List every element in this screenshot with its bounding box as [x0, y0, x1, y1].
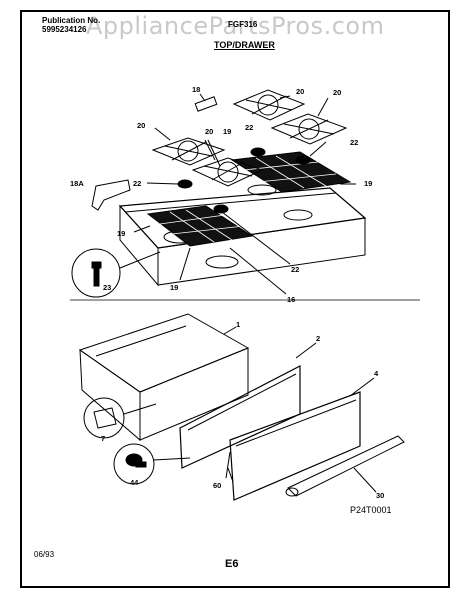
- burner-rear-left: [205, 255, 239, 269]
- burner-grate-c: [232, 89, 306, 121]
- callout-20-c: 20: [296, 87, 304, 96]
- callout-19-d: 19: [170, 283, 178, 292]
- cooktop-side-panel: [157, 217, 366, 286]
- screw-23: [91, 261, 102, 287]
- bracket-18a: [91, 179, 131, 211]
- drawer-body: [78, 313, 250, 442]
- callout-22-b: 22: [350, 138, 358, 147]
- burner-cap-2: [213, 204, 229, 214]
- callout-20-a: 20: [137, 121, 145, 130]
- burner-rear-right: [283, 209, 313, 221]
- callout-19-c: 19: [117, 229, 125, 238]
- callout-30: 30: [376, 491, 384, 500]
- footer-date: 06/93: [34, 550, 55, 559]
- callout-7: 7: [101, 434, 105, 443]
- drawer-face: [229, 391, 361, 501]
- callout-20-d: 20: [333, 88, 341, 97]
- callout-1: 1: [236, 320, 240, 329]
- model-number: FGF316: [228, 20, 258, 29]
- callout-4: 4: [374, 369, 379, 378]
- callout-2: 2: [316, 334, 320, 343]
- page-number: E6: [225, 558, 239, 570]
- burner-front-right: [247, 184, 277, 196]
- publication-label: Publication No.: [42, 16, 101, 25]
- screw-detail-circle: [71, 248, 121, 298]
- callout-22-c: 22: [133, 179, 141, 188]
- burner-grate-d: [270, 113, 348, 145]
- drawer-handle: [287, 435, 405, 497]
- section-title: TOP/DRAWER: [214, 40, 275, 50]
- callout-19-b: 19: [364, 179, 372, 188]
- grate-right: [230, 151, 352, 193]
- callout-16: 16: [287, 295, 295, 304]
- callout-22-d: 22: [291, 265, 299, 274]
- callout-60: 60: [213, 481, 221, 490]
- callout-18a: 18A: [70, 179, 84, 188]
- burner-cap-4: [295, 155, 311, 165]
- hinge-part-18: [194, 96, 218, 112]
- callout-19-a: 19: [223, 127, 231, 136]
- grate-left: [146, 205, 254, 247]
- burner-grate-b: [191, 157, 264, 187]
- burner-cap-3: [250, 147, 266, 157]
- figure-code: P24T0001: [350, 505, 392, 515]
- publication-number: 5995234126: [42, 25, 87, 34]
- burner-grate-a: [151, 137, 226, 166]
- callout-20-b: 20: [205, 127, 213, 136]
- callout-18: 18: [192, 85, 200, 94]
- callout-22-a: 22: [245, 123, 253, 132]
- callout-23: 23: [103, 283, 111, 292]
- callout-44: 44: [130, 478, 139, 487]
- burner-cap-1: [177, 179, 193, 189]
- clip-detail-circle: [83, 397, 125, 439]
- bolt-detail-circle: [113, 443, 155, 485]
- drawing-frame: [20, 10, 450, 588]
- watermark: AppliancePartsPros.com: [86, 12, 385, 40]
